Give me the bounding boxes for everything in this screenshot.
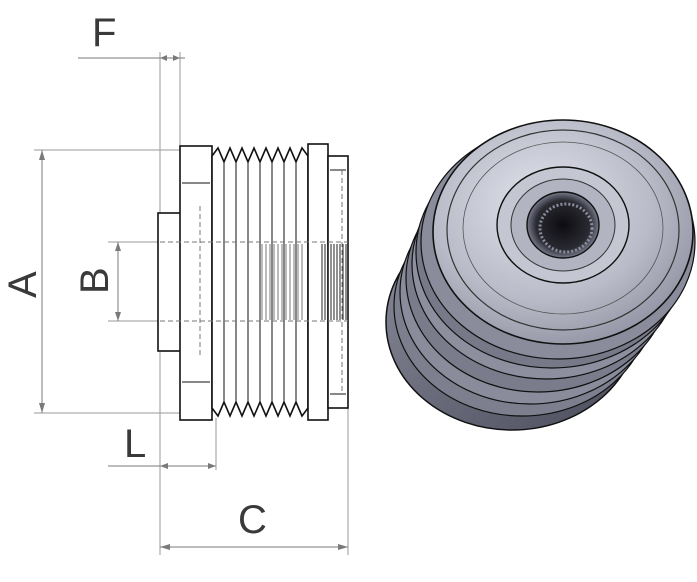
dimension-label-f: F — [92, 11, 116, 55]
pulley-3d-view — [385, 119, 696, 431]
spline-hatching — [321, 244, 347, 320]
dimension-label-a: A — [1, 271, 45, 298]
dimension-label-l: L — [124, 422, 146, 466]
dimension-l: L — [108, 422, 216, 469]
dimension-c: C — [160, 498, 348, 550]
side-view: F A B L C — [1, 11, 349, 555]
dimension-a: A — [1, 150, 45, 413]
pulley-side-profile — [157, 143, 349, 421]
dimension-label-c: C — [238, 498, 267, 542]
dimension-b: B — [73, 242, 121, 321]
pulley-3d-face — [432, 119, 694, 345]
dimension-f: F — [78, 11, 185, 61]
spline-bore — [526, 191, 600, 259]
dimension-label-b: B — [73, 267, 117, 294]
